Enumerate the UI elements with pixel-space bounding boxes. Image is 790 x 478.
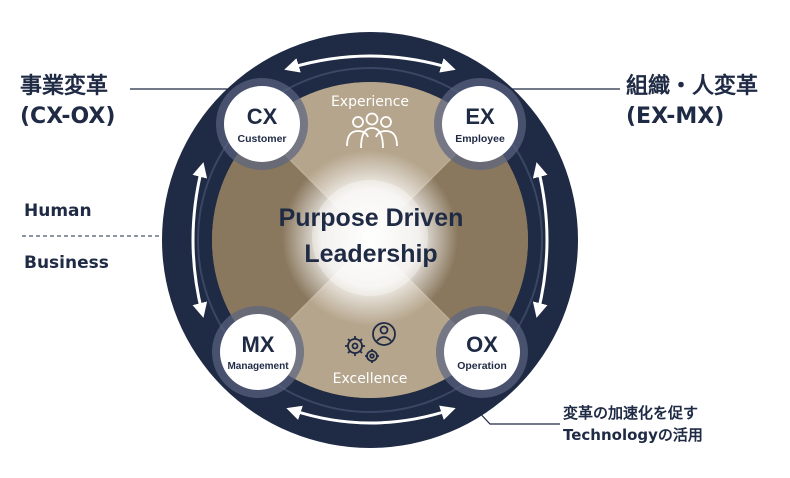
node-cx-name: Customer xyxy=(237,133,286,145)
left-label-line2: (CX-OX) xyxy=(20,104,116,129)
node-ox-abbr: OX xyxy=(466,332,498,357)
node-ex: EX Employee xyxy=(434,78,526,170)
right-label: 組織・人変革 (EX-MX) xyxy=(626,72,758,132)
people-group-icon xyxy=(346,112,398,149)
tech-label: 変革の加速化を促す Technologyの活用 xyxy=(563,402,703,446)
leader-tech xyxy=(474,407,560,425)
node-ox: OX Operation xyxy=(436,306,528,398)
arrow-bottom xyxy=(286,405,456,425)
node-ex-name: Employee xyxy=(455,133,505,145)
arrow-top xyxy=(284,54,456,73)
right-label-line2: (EX-MX) xyxy=(626,104,725,129)
node-mx-abbr: MX xyxy=(242,332,275,357)
left-label-line1: 事業変革 xyxy=(20,74,109,99)
left-label: 事業変革 (CX-OX) xyxy=(20,72,115,132)
axis-upper-label: Human xyxy=(24,201,92,221)
right-label-line1: 組織・人変革 xyxy=(626,74,759,99)
gears-person-icon xyxy=(345,322,396,363)
node-ex-abbr: EX xyxy=(465,104,495,129)
axis-lower-label: Business xyxy=(24,253,109,273)
node-cx-abbr: CX xyxy=(247,104,278,129)
sector-bottom-label: Excellence xyxy=(333,371,408,387)
sector-top-label: Experience xyxy=(331,94,409,110)
arrow-left xyxy=(191,162,208,318)
center-title-line2: Leadership xyxy=(304,240,437,268)
arrow-right xyxy=(532,162,549,318)
center-title-line1: Purpose Driven xyxy=(279,204,464,232)
node-mx: MX Management xyxy=(212,306,304,398)
tech-label-line2: Technologyの活用 xyxy=(563,426,703,444)
node-cx: CX Customer xyxy=(216,78,308,170)
center-glow xyxy=(282,150,458,326)
node-ox-name: Operation xyxy=(457,360,507,372)
node-mx-name: Management xyxy=(227,361,289,372)
tech-label-line1: 変革の加速化を促す xyxy=(563,404,699,422)
